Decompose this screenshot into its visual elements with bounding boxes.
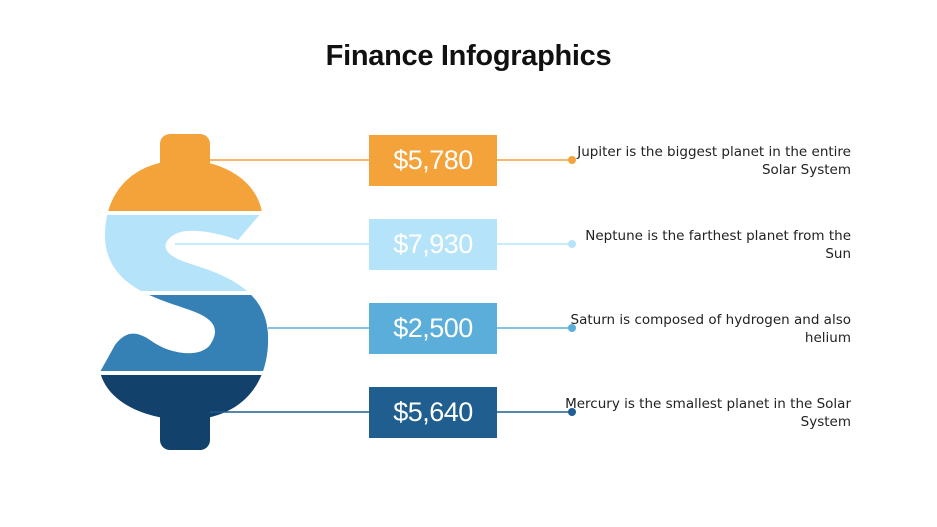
page-title: Finance Infographics bbox=[325, 40, 612, 72]
dot-icon bbox=[568, 324, 576, 332]
description-1: Jupiter is the biggest planet in the ent… bbox=[577, 144, 851, 178]
value-box-4: $5,640 bbox=[369, 387, 497, 438]
value-box-2: $7,930 bbox=[369, 219, 497, 270]
value-box-3: $2,500 bbox=[369, 303, 497, 354]
dot-icon bbox=[568, 156, 576, 164]
value-box-1: $5,780 bbox=[369, 135, 497, 186]
description-2: Neptune is the farthest planet from the … bbox=[585, 228, 851, 262]
dot-icon bbox=[568, 408, 576, 416]
description-3: Saturn is composed of hydrogen and also … bbox=[570, 312, 851, 346]
description-4: Mercury is the smallest planet in the So… bbox=[565, 396, 851, 430]
dot-icon bbox=[568, 240, 576, 248]
